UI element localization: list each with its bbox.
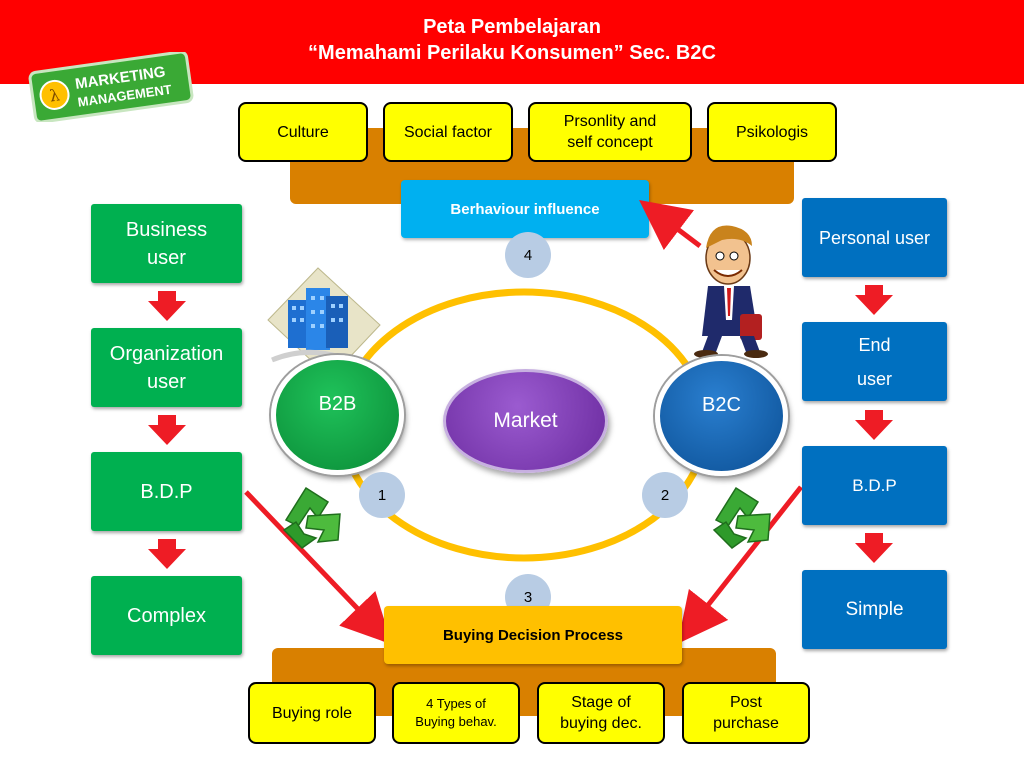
buying-decision-process-box: Buying Decision Process — [384, 606, 682, 664]
factor-psikologis: Psikologis — [707, 102, 837, 162]
b2b-chain-bdp: B.D.P — [91, 452, 242, 531]
factor-label: Psikologis — [735, 123, 809, 141]
recycle-icon — [712, 486, 771, 549]
slide-subtitle: “Memahami Perilaku Konsumen” Sec. B2C — [308, 42, 716, 64]
behaviour-influence-box: Berhaviour influence — [401, 180, 649, 238]
factor-label: Social factor — [403, 123, 493, 141]
arrow-behaviour — [639, 199, 702, 251]
bottom-stage-buying-dec: Stage of buying dec. — [537, 682, 665, 744]
arrow-bdp-left — [244, 490, 392, 645]
b2b-chain-organization-user: Organization user — [91, 328, 242, 407]
recycle-icon — [282, 486, 341, 549]
slide-title: Peta Pembelajaran — [423, 16, 601, 38]
b2c-circle: B2C — [655, 356, 788, 476]
down-arrow-icon — [148, 291, 186, 569]
b2c-chain-end-user: End user — [802, 322, 947, 401]
factor-personality: Prsonlity and self concept — [528, 102, 692, 162]
bottom-post-purchase: Post purchase — [682, 682, 810, 744]
bdp-label: Buying Decision Process — [442, 626, 624, 644]
b2b-chain-complex: Complex — [91, 576, 242, 655]
market-circle: Market — [443, 369, 608, 473]
factor-label: Prsonlity and self concept — [563, 113, 657, 151]
factor-label: Culture — [277, 123, 329, 141]
b2b-chain-business-user: Business user — [91, 204, 242, 283]
factor-culture: Culture — [238, 102, 368, 162]
svg-text:λ: λ — [48, 85, 61, 105]
step-number-2: 2 — [642, 472, 688, 518]
bottom-buying-role: Buying role — [248, 682, 376, 744]
b2c-chain-simple: Simple — [802, 570, 947, 649]
marketing-management-logo: λ MARKETING MANAGEMENT — [28, 52, 194, 122]
down-arrow-icon — [855, 285, 893, 563]
buildings-icon — [267, 267, 381, 379]
b2c-chain-personal-user: Personal user — [802, 198, 947, 277]
b2c-chain-bdp: B.D.P — [802, 446, 947, 525]
step-number-4: 4 — [505, 232, 551, 278]
behaviour-label: Berhaviour influence — [450, 200, 600, 218]
arrow-bdp-right — [677, 485, 803, 644]
factor-social: Social factor — [383, 102, 513, 162]
bottom-types-buying-behav: 4 Types of Buying behav. — [392, 682, 520, 744]
b2b-circle: B2B — [271, 355, 404, 475]
step-number-1: 1 — [359, 472, 405, 518]
businessman-icon — [694, 225, 768, 358]
